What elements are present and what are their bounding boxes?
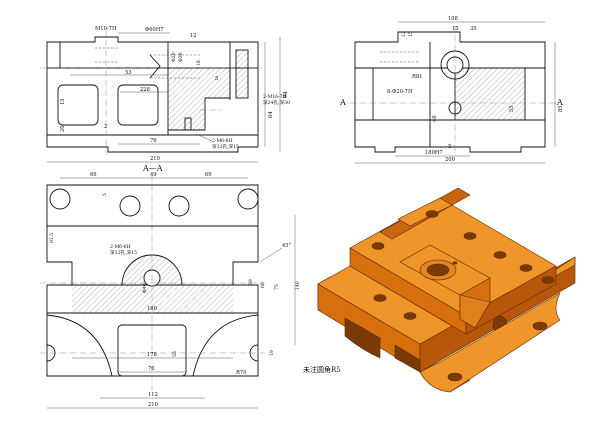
label-d60: 60 (260, 282, 266, 288)
label-m10: M10-7H (95, 26, 117, 32)
label-d178: 178 (147, 352, 157, 358)
label-d200: 200 (445, 157, 455, 163)
label-d160: 160 (147, 306, 157, 312)
front-outline (46, 36, 259, 153)
label-d180: 180H7 (425, 150, 443, 156)
side-view: 108 35 15 12 15 R81 8-Φ20-7H 40 5 55 85 … (339, 16, 564, 164)
label-d81: 81.5 (49, 233, 55, 243)
label-d210: 210 (150, 156, 160, 162)
label-d49: 49 (150, 172, 157, 178)
side-outline (354, 31, 546, 153)
label-holes: 8-Φ20-7H (387, 89, 413, 95)
label-r81: R81 (412, 74, 423, 80)
label-d69b: 69 (205, 172, 212, 178)
section-view: A—A 69 49 69 5 81.5 2 (40, 164, 301, 409)
section-title: A—A (142, 164, 163, 173)
label-phi40: Φ40 (142, 283, 148, 293)
label-m6: 2-M6-6H (212, 138, 233, 144)
label-a-right: A (556, 98, 563, 107)
label-d12a: 12 (401, 31, 407, 37)
label-d53: 53 (125, 70, 132, 76)
label-phi60: Φ60H7 (145, 27, 164, 33)
label-m6-sec: 2-M6-6H (110, 244, 131, 250)
label-d39: 39 (248, 279, 254, 285)
section-hole-3 (168, 195, 190, 217)
label-d75: 75 (274, 284, 280, 290)
label-d140: 140 (295, 281, 301, 290)
front-slot-left (57, 84, 99, 126)
section-hole-2 (119, 195, 141, 217)
label-d40: 40 (432, 115, 438, 122)
label-d210-sec: 210 (148, 402, 158, 408)
label-d76: 76 (150, 138, 157, 144)
label-d228: 228 (140, 87, 150, 93)
label-m6b: 深12孔,深15 (212, 143, 239, 150)
label-d55: 55 (509, 105, 515, 112)
label-d76-sec: 76 (148, 366, 155, 372)
section-hole-1 (49, 188, 71, 210)
label-d64: 64 (268, 111, 274, 118)
fillet-note: 未注圆角R5 (303, 365, 341, 374)
label-d5s: 5 (448, 144, 451, 150)
section-outline (46, 184, 259, 377)
label-m16b: 深24孔,深30 (263, 99, 290, 106)
label-r70: R70 (236, 370, 247, 376)
label-d35a: 35 (470, 26, 477, 32)
label-d112: 112 (148, 392, 158, 398)
label-angle: 45° (282, 243, 292, 249)
label-m6b-sec: 深12孔,深15 (110, 249, 137, 256)
label-d85: 85 (558, 105, 564, 112)
label-d94: 94 (283, 91, 289, 98)
label-a-left: A (339, 98, 346, 107)
label-d2: 2 (104, 124, 107, 130)
front-view: M10-7H Φ60H7 12 53 228 Φ20 Φ36 18 5 2-M1… (40, 26, 290, 163)
label-d15: 15 (60, 98, 66, 105)
label-d15b: 15 (408, 31, 414, 37)
label-d12: 12 (190, 33, 197, 39)
label-d18: 18 (196, 60, 202, 66)
isometric-model (317, 187, 576, 393)
label-d5: 5 (215, 76, 218, 82)
label-m16: 2-M16-7H (263, 94, 287, 100)
section-hole-4 (237, 188, 259, 210)
label-d19: 19 (269, 350, 275, 356)
label-d108: 108 (448, 16, 458, 22)
label-d55-sec: 55 (172, 351, 178, 357)
label-d15: 15 (452, 26, 459, 32)
label-d5-sec: 5 (102, 193, 108, 196)
label-phi20: Φ20 (171, 52, 177, 62)
label-d69a: 69 (90, 172, 97, 178)
front-slot-mid (117, 84, 159, 126)
label-d20: 20 (60, 125, 66, 132)
label-phi36: Φ36 (178, 52, 184, 62)
